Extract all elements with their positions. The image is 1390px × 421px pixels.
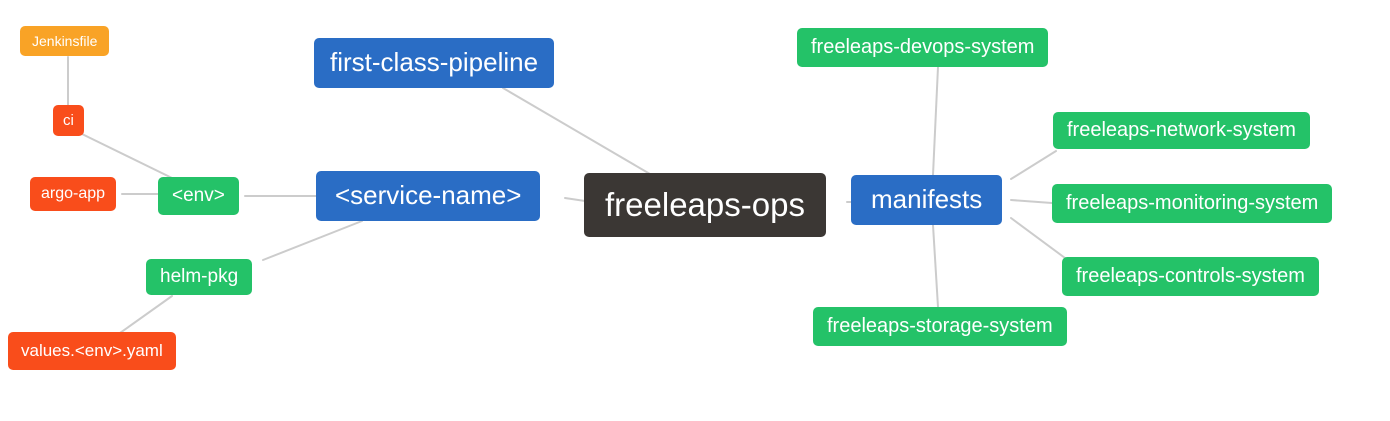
edge-pipeline-ops [502,87,651,175]
node-freeleaps-storage-system[interactable]: freeleaps-storage-system [813,307,1067,346]
node-freeleaps-ops[interactable]: freeleaps-ops [584,173,826,237]
node-freeleaps-controls-system[interactable]: freeleaps-controls-system [1062,257,1319,296]
edge-devops-manifests [932,66,939,176]
edge-ci-env [81,133,173,179]
edge-manifests-controls [1010,217,1066,259]
node-ci[interactable]: ci [53,105,84,137]
edge-manifests-network [1010,150,1057,180]
edge-values-helm-pkg [119,295,173,334]
node-freeleaps-monitoring-system[interactable]: freeleaps-monitoring-system [1052,184,1333,223]
edge-helm-pkg-service-name [262,220,363,261]
node-argo-app[interactable]: argo-app [30,177,117,212]
node-manifests[interactable]: manifests [851,175,1003,225]
edge-manifests-monitoring [1010,199,1053,204]
edge-manifests-storage [932,224,939,308]
node-freeleaps-devops-system[interactable]: freeleaps-devops-system [797,28,1049,67]
node-jenkinsfile[interactable]: Jenkinsfile [20,26,110,57]
node-env[interactable]: <env> [158,177,239,215]
node-first-class-pipeline[interactable]: first-class-pipeline [314,38,555,88]
node-service-name[interactable]: <service-name> [316,171,541,221]
node-freeleaps-network-system[interactable]: freeleaps-network-system [1053,112,1310,149]
node-values-env-yaml[interactable]: values.<env>.yaml [8,332,176,370]
edge-service-name-ops [564,197,586,202]
node-helm-pkg[interactable]: helm-pkg [146,259,253,295]
